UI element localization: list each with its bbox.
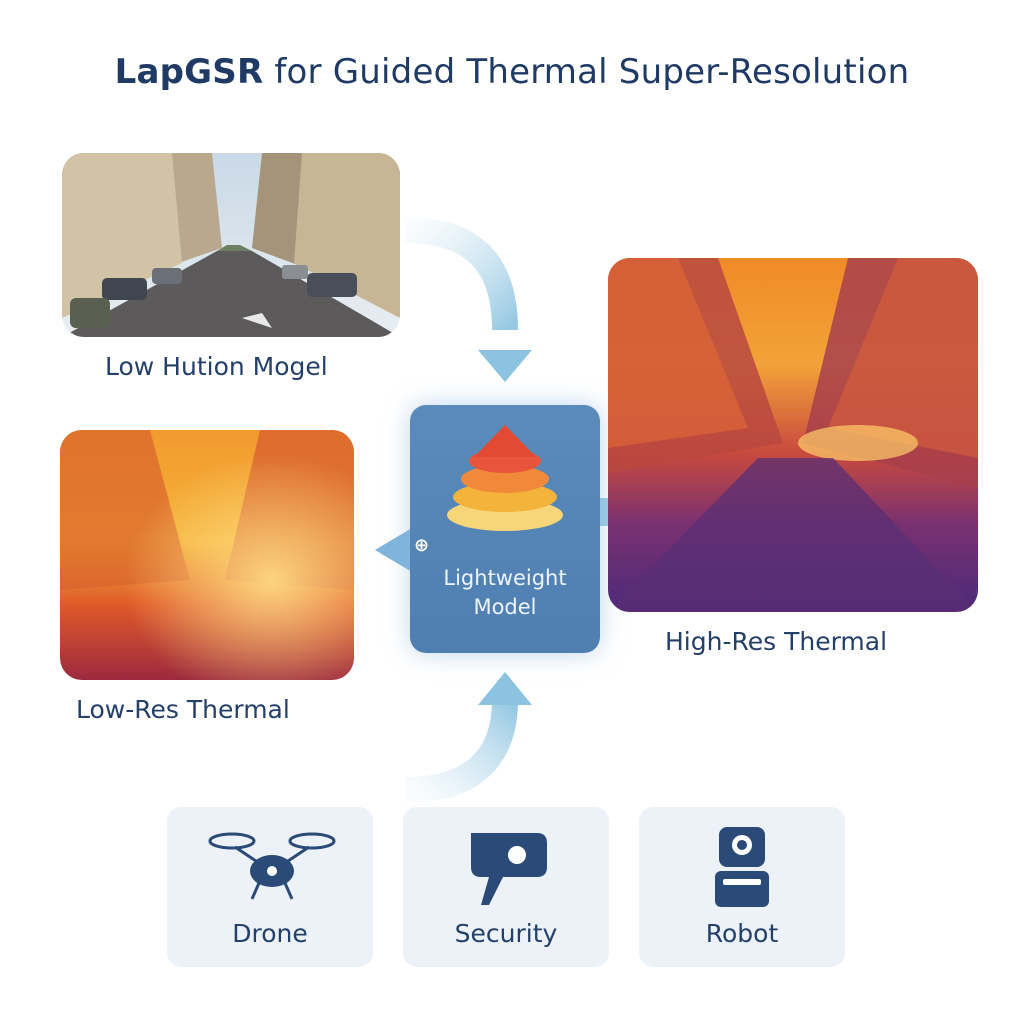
arrow-head-left: [375, 528, 412, 572]
model-small-icon: ⊕: [414, 535, 430, 556]
arrow-apps-to-model: [404, 699, 518, 803]
rgb-guide-image: [62, 153, 400, 337]
drone-icon: [208, 832, 336, 900]
title-bold: LapGSR: [114, 52, 264, 92]
high-res-thermal-image: [608, 258, 978, 612]
high-res-caption: High-Res Thermal: [665, 627, 888, 656]
layered-pyramid-icon: [447, 425, 563, 531]
model-label-line1: Lightweight: [443, 566, 567, 590]
arrow-rgb-to-model: [404, 217, 518, 331]
robot-icon: [715, 827, 769, 907]
security-camera-icon: [471, 833, 547, 905]
diagram-title: LapGSR for Guided Thermal Super-Resoluti…: [0, 52, 1024, 92]
title-rest: for Guided Thermal Super-Resolution: [263, 52, 910, 92]
arrow-head-down: [478, 350, 532, 382]
application-card-security: Security: [403, 807, 609, 967]
rgb-caption: Low Hution Mogel: [105, 352, 328, 381]
application-card-drone: Drone: [167, 807, 373, 967]
low-res-caption: Low-Res Thermal: [76, 695, 290, 724]
application-card-robot: Robot: [639, 807, 845, 967]
arrow-head-up: [478, 672, 532, 705]
low-res-thermal-image: [60, 430, 354, 680]
model-label-line2: Model: [473, 595, 537, 619]
application-label-security: Security: [454, 919, 558, 948]
lightweight-model-box: ⊕ Lightweight Model: [410, 405, 600, 653]
application-label-robot: Robot: [705, 919, 779, 948]
application-label-drone: Drone: [232, 919, 308, 948]
